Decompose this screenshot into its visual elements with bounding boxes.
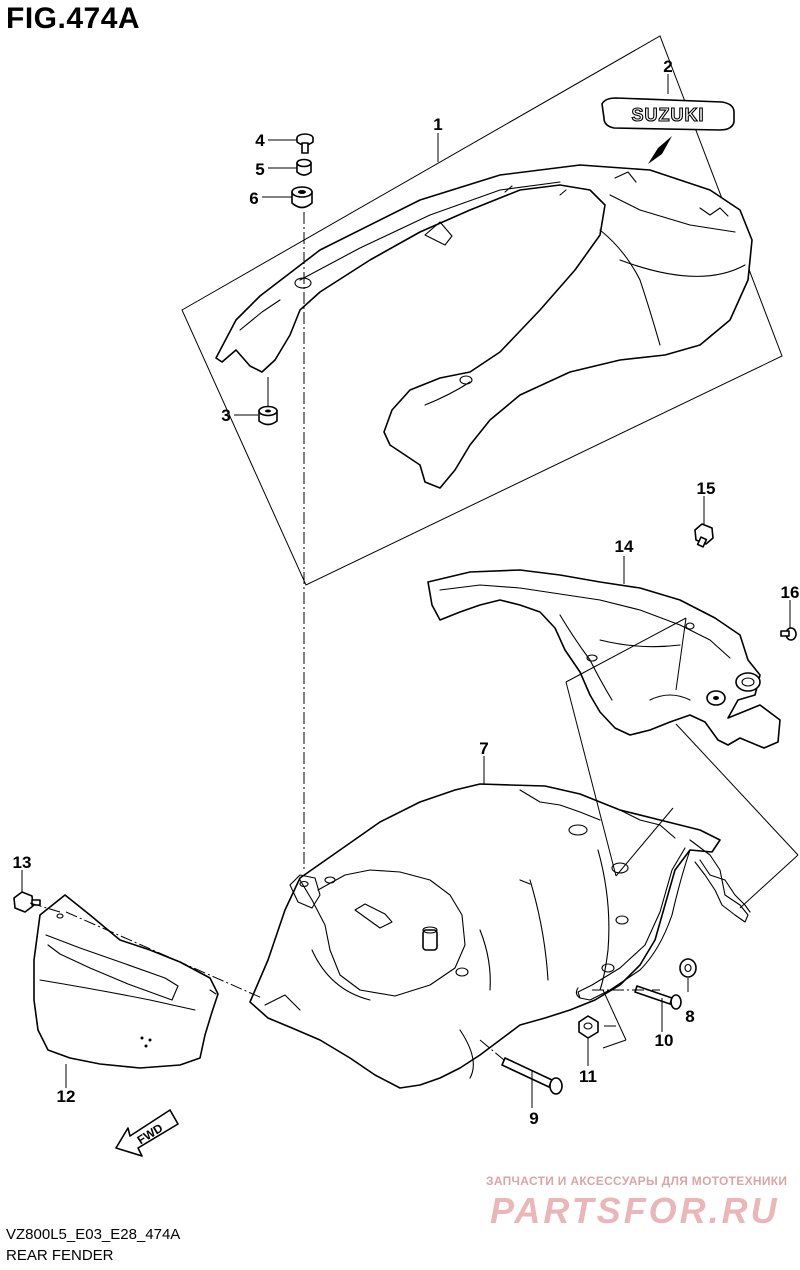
callout-7: 7 <box>479 739 488 758</box>
callout-1: 1 <box>433 115 442 134</box>
callout-4: 4 <box>255 131 265 150</box>
callout-14: 14 <box>615 537 634 556</box>
callout-leaders <box>21 74 791 1108</box>
reference-lines <box>565 617 799 1049</box>
watermark-logo: PARTSFOR.RU <box>490 1190 780 1231</box>
part-12-side-cover <box>33 894 219 1069</box>
part-7-rear-fender <box>249 783 749 1089</box>
part-7-tail-light-bracket <box>699 859 751 913</box>
diagram-subtitle: REAR FENDER <box>6 1247 114 1264</box>
part-1-rear-grab-rail <box>215 164 753 489</box>
part-3-damper <box>258 405 278 426</box>
part-8-grommet <box>679 958 697 978</box>
callout-11: 11 <box>579 1067 597 1086</box>
callout-15: 15 <box>697 479 716 498</box>
callout-6: 6 <box>249 189 258 208</box>
part-10-bolt <box>634 985 682 1010</box>
watermark-tagline: ЗАПЧАСТИ И АКСЕССУАРЫ ДЛЯ МОТОТЕХНИКИ <box>486 1174 788 1188</box>
callout-16: 16 <box>781 583 800 602</box>
part-4-screw <box>296 133 314 154</box>
figure-title: FIG.474A <box>6 2 141 35</box>
assembly-frame-1 <box>181 35 783 586</box>
part-9-bolt <box>501 1057 563 1095</box>
callout-13: 13 <box>13 853 32 872</box>
part-2-suzuki-badge: SUZUKI <box>601 97 735 164</box>
callout-12: 12 <box>57 1087 76 1106</box>
callout-2: 2 <box>663 57 672 76</box>
part-13-bolt <box>13 891 41 913</box>
part-11-nut <box>578 1015 599 1039</box>
part-16-bolt <box>780 627 797 641</box>
diagram-code: VZ800L5_E03_E28_474A <box>6 1226 181 1243</box>
part-14-license-bracket <box>427 569 781 749</box>
callout-9: 9 <box>529 1109 538 1128</box>
badge-text: SUZUKI <box>632 105 705 125</box>
callout-labels: 1 2 3 4 5 6 7 8 9 10 11 12 13 14 15 16 <box>13 57 800 1128</box>
part-6-grommet <box>291 186 313 209</box>
part-15-bolt <box>694 523 714 548</box>
callout-5: 5 <box>255 160 264 179</box>
callout-8: 8 <box>685 1007 694 1026</box>
fwd-arrow: FWD <box>115 1109 179 1157</box>
callout-10: 10 <box>655 1031 674 1050</box>
callout-3: 3 <box>221 406 230 425</box>
part-5-collar <box>296 158 312 176</box>
